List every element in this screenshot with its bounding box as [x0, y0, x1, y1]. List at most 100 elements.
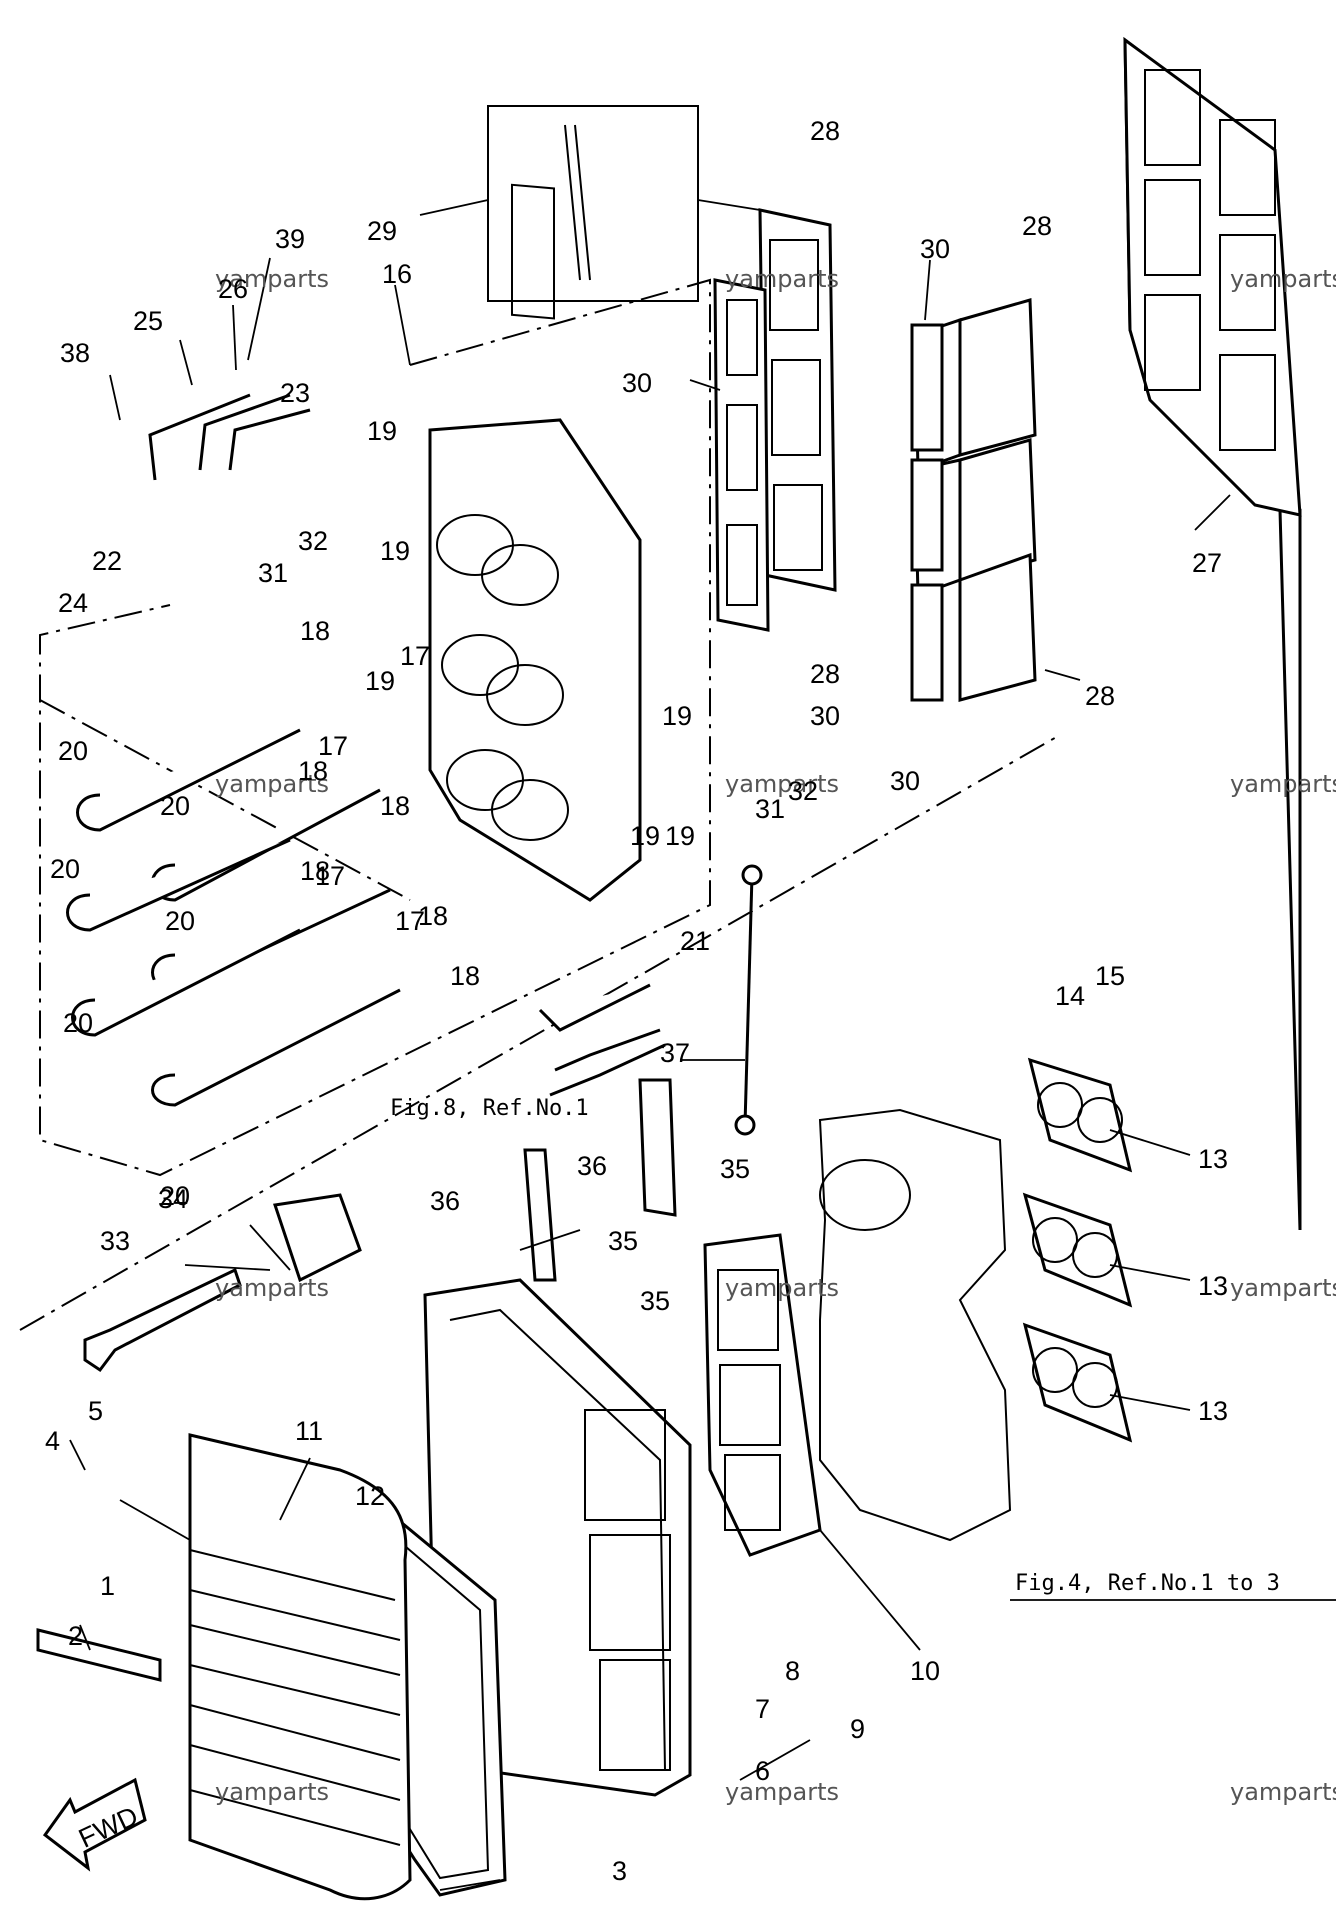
watermark: yamparts	[1230, 1274, 1336, 1302]
callout-19: 19	[365, 666, 395, 696]
callout-14: 14	[1055, 981, 1085, 1011]
callout-28: 28	[810, 116, 840, 146]
callout-35: 35	[608, 1226, 638, 1256]
label-decal-2	[36, 1628, 162, 1682]
carburetors	[818, 1108, 1012, 1542]
callout-1: 1	[100, 1571, 115, 1601]
callout-20: 20	[63, 1008, 93, 1038]
callout-17: 17	[315, 861, 345, 891]
callout-30: 30	[622, 368, 652, 398]
gasket-27	[1123, 36, 1302, 1231]
callout-32: 32	[298, 526, 328, 556]
intake-manifold	[428, 418, 642, 902]
callout-9: 9	[850, 1714, 865, 1744]
callout-16: 16	[382, 259, 412, 289]
callout-2: 2	[68, 1621, 83, 1651]
callout-8: 8	[785, 1656, 800, 1686]
fig4-note: Fig.4, Ref.No.1 to 3	[1015, 1571, 1280, 1596]
callout-18: 18	[418, 901, 448, 931]
callout-36: 36	[430, 1186, 460, 1216]
leader-lines	[69, 199, 1231, 1891]
callout-30: 30	[890, 766, 920, 796]
callout-28: 28	[810, 659, 840, 689]
callout-20: 20	[165, 906, 195, 936]
callout-28: 28	[1085, 681, 1115, 711]
callout-19: 19	[380, 536, 410, 566]
callout-17: 17	[318, 731, 348, 761]
callout-3: 3	[612, 1856, 627, 1886]
sensor-33	[83, 1267, 242, 1373]
callout-10: 10	[910, 1656, 940, 1686]
callout-11: 11	[295, 1416, 323, 1446]
callout-33: 33	[100, 1226, 130, 1256]
callout-18: 18	[300, 616, 330, 646]
callout-6: 6	[755, 1756, 770, 1786]
watermark: yamparts	[725, 265, 839, 293]
callout-38: 38	[60, 338, 90, 368]
callout-30: 30	[810, 701, 840, 731]
callout-36: 36	[577, 1151, 607, 1181]
callout-17: 17	[400, 641, 430, 671]
watermark: yamparts	[215, 1274, 329, 1302]
bracket-34	[273, 1193, 362, 1283]
callout-17: 17	[395, 906, 425, 936]
fig8-note: Fig.8, Ref.No.1	[390, 1096, 589, 1121]
callout-26: 26	[218, 274, 248, 304]
reed-valve-28-left	[758, 208, 837, 592]
callout-25: 25	[133, 306, 163, 336]
silencer-cover-1	[188, 1433, 412, 1901]
callout-4: 4	[45, 1426, 60, 1456]
rod-37	[734, 864, 763, 1136]
callout-39: 39	[275, 224, 305, 254]
callout-22: 22	[92, 546, 122, 576]
callout-35: 35	[640, 1286, 670, 1316]
callout-35: 35	[720, 1154, 750, 1184]
gaskets-36	[523, 1078, 677, 1282]
callout-5: 5	[88, 1396, 103, 1426]
watermark: yamparts	[215, 1778, 329, 1806]
callout-18: 18	[380, 791, 410, 821]
callout-numbers: 28 29 39 16 30 28 26 25 38 23 30 19 32 1…	[45, 116, 1228, 1886]
callout-21: 21	[680, 926, 710, 956]
fig8-reference: Fig.8, Ref.No.1	[390, 1096, 589, 1121]
callout-20: 20	[58, 736, 88, 766]
watermark: yamparts	[215, 265, 329, 293]
callout-37: 37	[660, 1038, 690, 1068]
callout-23: 23	[280, 378, 310, 408]
callout-18: 18	[298, 756, 328, 786]
watermark: yamparts	[1230, 265, 1336, 293]
hoses-21	[538, 983, 666, 1097]
callout-13: 13	[1198, 1271, 1228, 1301]
callout-28: 28	[1022, 211, 1052, 241]
watermark: yamparts	[725, 1778, 839, 1806]
callout-32: 32	[788, 776, 818, 806]
callout-19: 19	[665, 821, 695, 851]
callout-24: 24	[58, 588, 88, 618]
callout-30: 30	[920, 234, 950, 264]
callout-29: 29	[367, 216, 397, 246]
watermark: yamparts	[1230, 770, 1336, 798]
watermarks: yamparts yamparts yamparts yamparts yamp…	[215, 265, 1336, 1806]
callout-19: 19	[367, 416, 397, 446]
fwd-arrow-icon: FWD	[42, 1777, 147, 1872]
callout-34: 34	[158, 1184, 188, 1214]
u-hoses-20	[66, 728, 401, 1107]
callout-20: 20	[160, 1181, 190, 1211]
callout-7: 7	[755, 1694, 770, 1724]
callout-31: 31	[755, 794, 785, 824]
watermark: yamparts	[725, 770, 839, 798]
watermark: yamparts	[1230, 1778, 1336, 1806]
hoses-22-23	[148, 393, 311, 481]
callout-18: 18	[300, 856, 330, 886]
reed-gaskets-30-left	[713, 278, 770, 632]
callout-18: 18	[450, 961, 480, 991]
callout-19: 19	[662, 701, 692, 731]
watermark: yamparts	[215, 770, 329, 798]
callout-12: 12	[355, 1481, 385, 1511]
inset-box-29	[487, 105, 699, 320]
gasket-10	[703, 1233, 822, 1557]
fig4-reference: Fig.4, Ref.No.1 to 3	[1010, 1571, 1336, 1601]
callout-15: 15	[1095, 961, 1125, 991]
watermark: yamparts	[725, 1274, 839, 1302]
callout-27: 27	[1192, 548, 1222, 578]
